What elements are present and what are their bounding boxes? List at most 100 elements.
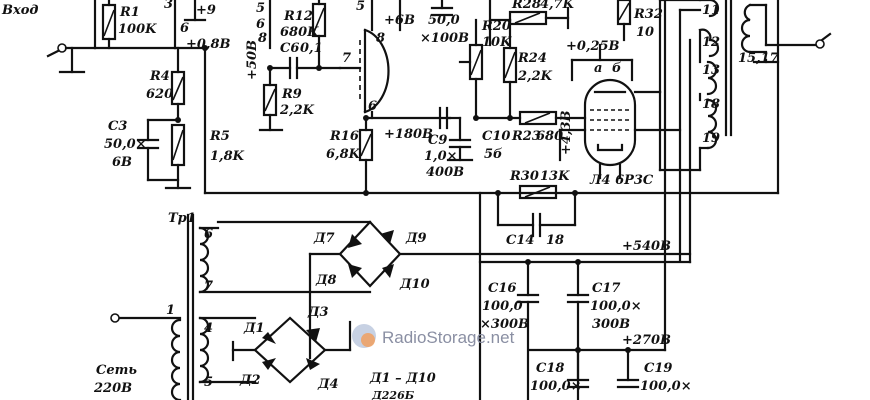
resistor-r32 xyxy=(616,0,632,26)
r16-name: R16 xyxy=(329,129,359,144)
mains-plug xyxy=(110,313,120,323)
cap-top-value-2: ×100В xyxy=(420,31,469,46)
tr-pin-4: 4 xyxy=(204,321,213,336)
voltage-180: +180В xyxy=(384,127,433,142)
resistor-r4 xyxy=(170,70,186,106)
voltage-50: +50В xyxy=(245,40,260,80)
r28-value: 4,7K xyxy=(540,0,575,12)
potentiometer-r20 xyxy=(458,18,484,120)
r5-value: 1,8K xyxy=(210,149,245,164)
c14-name: C14 xyxy=(506,233,534,248)
capacitor-top xyxy=(430,0,454,17)
c10-name: C10 xyxy=(482,129,510,144)
c17-value-2: 300В xyxy=(592,317,630,332)
r5-name: R5 xyxy=(209,129,230,144)
c18-value: 100,0× xyxy=(530,379,582,394)
diodes-type: Д226Б xyxy=(371,389,415,400)
d1-label: Д1 xyxy=(243,321,265,336)
pin-6b: 6 xyxy=(256,17,265,32)
resistor-r23 xyxy=(518,110,558,126)
r1-value: 100K xyxy=(118,22,157,37)
r12-name: R12 xyxy=(283,9,313,24)
tr-pin-7: 7 xyxy=(204,279,213,294)
resistor-r24 xyxy=(502,46,518,84)
r32-name: R32 xyxy=(633,7,663,22)
pin-3: 3 xyxy=(164,0,173,12)
c3-name: C3 xyxy=(108,119,127,134)
c16-name: C16 xyxy=(488,281,516,296)
d3-label: Д3 xyxy=(307,305,329,320)
resistor-r16 xyxy=(358,128,374,162)
c10-value: 5б xyxy=(484,147,503,162)
c16-value-2: ×300В xyxy=(480,317,529,332)
voltage-540: +540В xyxy=(622,239,671,254)
r28-name: R28 xyxy=(511,0,541,12)
r20-value: 10K xyxy=(482,35,512,50)
c3-value-2: 6В xyxy=(112,155,132,170)
c9-value-1: 1,0× xyxy=(424,149,458,164)
tube-pin-7: 7 xyxy=(342,51,351,66)
tube-pin-a: а xyxy=(594,61,602,76)
voltage-0-8: +0,8В xyxy=(186,37,231,52)
voltage-4-3: +4,3В xyxy=(559,110,574,155)
pin-5: 5 xyxy=(256,1,265,16)
output-jack xyxy=(815,32,832,49)
d8-label: Д8 xyxy=(315,273,337,288)
diodes-range: Д1 – Д10 xyxy=(369,371,436,386)
pin-12: 12 xyxy=(702,35,720,50)
r23-name: R23 xyxy=(511,129,541,144)
mains-voltage: 220В xyxy=(93,381,132,396)
pentode-tube-6p3s xyxy=(583,78,637,180)
pin-10: 10 xyxy=(636,25,654,40)
c9-value-2: 400В xyxy=(426,165,464,180)
resistor-r5 xyxy=(170,123,186,167)
pin-13: 13 xyxy=(702,63,720,78)
resistor-r30 xyxy=(518,184,558,200)
c17-name: C17 xyxy=(592,281,620,296)
tube-pin-8: 8 xyxy=(376,31,385,46)
tube-pin-5: 5 xyxy=(356,0,365,14)
r9-name: R9 xyxy=(281,87,302,102)
r30-value: 13K xyxy=(540,169,570,184)
voltage-6: +6В xyxy=(384,13,415,28)
r1-name: R1 xyxy=(119,5,140,20)
tube-pin-b: б xyxy=(612,61,622,76)
mains-label: Сеть xyxy=(96,363,137,378)
tr-pin-5: 5 xyxy=(204,375,213,390)
r12-value: 680K xyxy=(280,25,319,40)
pin-plus9: +9 xyxy=(196,3,216,18)
pin-11: 11 xyxy=(702,3,720,18)
c19-value: 100,0× xyxy=(640,379,692,394)
bridge-rectifier-upper xyxy=(338,220,402,288)
r4-value: 620 xyxy=(146,87,173,102)
r23-value: 680 xyxy=(536,129,563,144)
d2-label: Д2 xyxy=(239,373,261,388)
input-jack xyxy=(46,43,97,74)
voltage-0-25: +0,25В xyxy=(566,39,620,54)
r20-name: R20 xyxy=(481,19,511,34)
r16-value: 6,8K xyxy=(326,147,361,162)
resistor-r9 xyxy=(262,83,278,117)
input-label: Вход xyxy=(1,3,38,18)
pin-19: 19 xyxy=(702,131,720,146)
power-transformer xyxy=(170,213,210,400)
triode-tube xyxy=(338,28,390,114)
watermark-text: RadioStorage.net xyxy=(382,328,515,347)
d10-label: Д10 xyxy=(399,277,430,292)
voltage-270: +270В xyxy=(622,333,671,348)
radiostorage-logo xyxy=(352,324,376,348)
bridge-rectifier-lower xyxy=(253,316,327,384)
pin-8: 8 xyxy=(258,31,267,46)
tube-pin-6: 6 xyxy=(368,99,377,114)
capacitor-c19 xyxy=(616,378,640,389)
c19-name: C19 xyxy=(644,361,672,376)
c9-name: C9 xyxy=(428,133,447,148)
c6-name: C6 xyxy=(280,41,299,56)
d9-label: Д9 xyxy=(405,231,427,246)
c14-value: 18 xyxy=(546,233,564,248)
pin-6: 6 xyxy=(180,21,189,36)
tr1-name: Тр1 xyxy=(168,211,196,226)
d4-label: Д4 xyxy=(317,377,339,392)
junction-dots xyxy=(175,45,631,353)
